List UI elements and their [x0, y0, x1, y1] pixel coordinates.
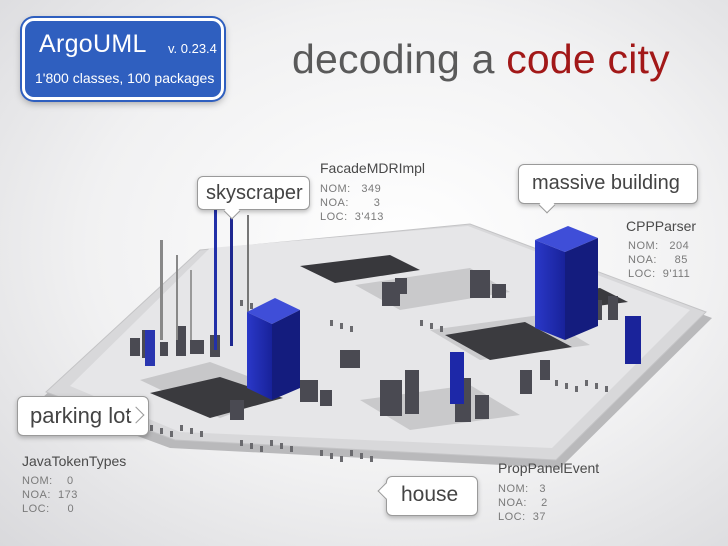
- class-name-javatokentypes: JavaTokenTypes: [22, 453, 127, 469]
- metrics-proppanelevent: NOM: 3 NOA: 2 LOC: 37: [498, 483, 548, 523]
- facade-mdr-impl-building: [247, 298, 300, 400]
- title-accent: code city: [506, 36, 670, 82]
- metrics-facade: NOM: 349 NOA: 3 LOC: 3'413: [320, 183, 384, 223]
- massive-building-callout: massive building: [518, 164, 698, 214]
- metrics-cppparser: NOM: 204 NOA: 85 LOC: 9'111: [628, 240, 691, 280]
- project-name: ArgoUML: [39, 30, 147, 58]
- class-name-proppanelevent: PropPanelEvent: [498, 460, 600, 476]
- project-badge: ArgoUML v. 0.23.4 1'800 classes, 100 pac…: [22, 18, 224, 100]
- class-name-cppparser: CPPParser: [626, 218, 697, 234]
- house-callout: house: [377, 476, 478, 516]
- title-prefix: decoding a: [292, 36, 507, 82]
- project-stats: 1'800 classes, 100 packages: [35, 70, 215, 86]
- metrics-javatokentypes: NOM: 0 NOA: 173 LOC: 0: [22, 475, 78, 515]
- parking-lot-callout-text: parking lot: [30, 403, 132, 428]
- parking-lot-callout: parking lot: [17, 396, 149, 436]
- class-name-facade: FacadeMDRImpl: [320, 160, 426, 176]
- cpp-parser-building: [535, 226, 598, 340]
- skyscraper-spires: [160, 186, 249, 350]
- skyscraper-callout: skyscraper: [197, 176, 310, 220]
- project-version: v. 0.23.4: [168, 41, 217, 56]
- slide-title: decoding a code city: [292, 36, 670, 83]
- house-callout-text: house: [401, 483, 459, 506]
- massive-building-callout-text: massive building: [532, 172, 680, 194]
- skyscraper-callout-text: skyscraper: [206, 182, 303, 204]
